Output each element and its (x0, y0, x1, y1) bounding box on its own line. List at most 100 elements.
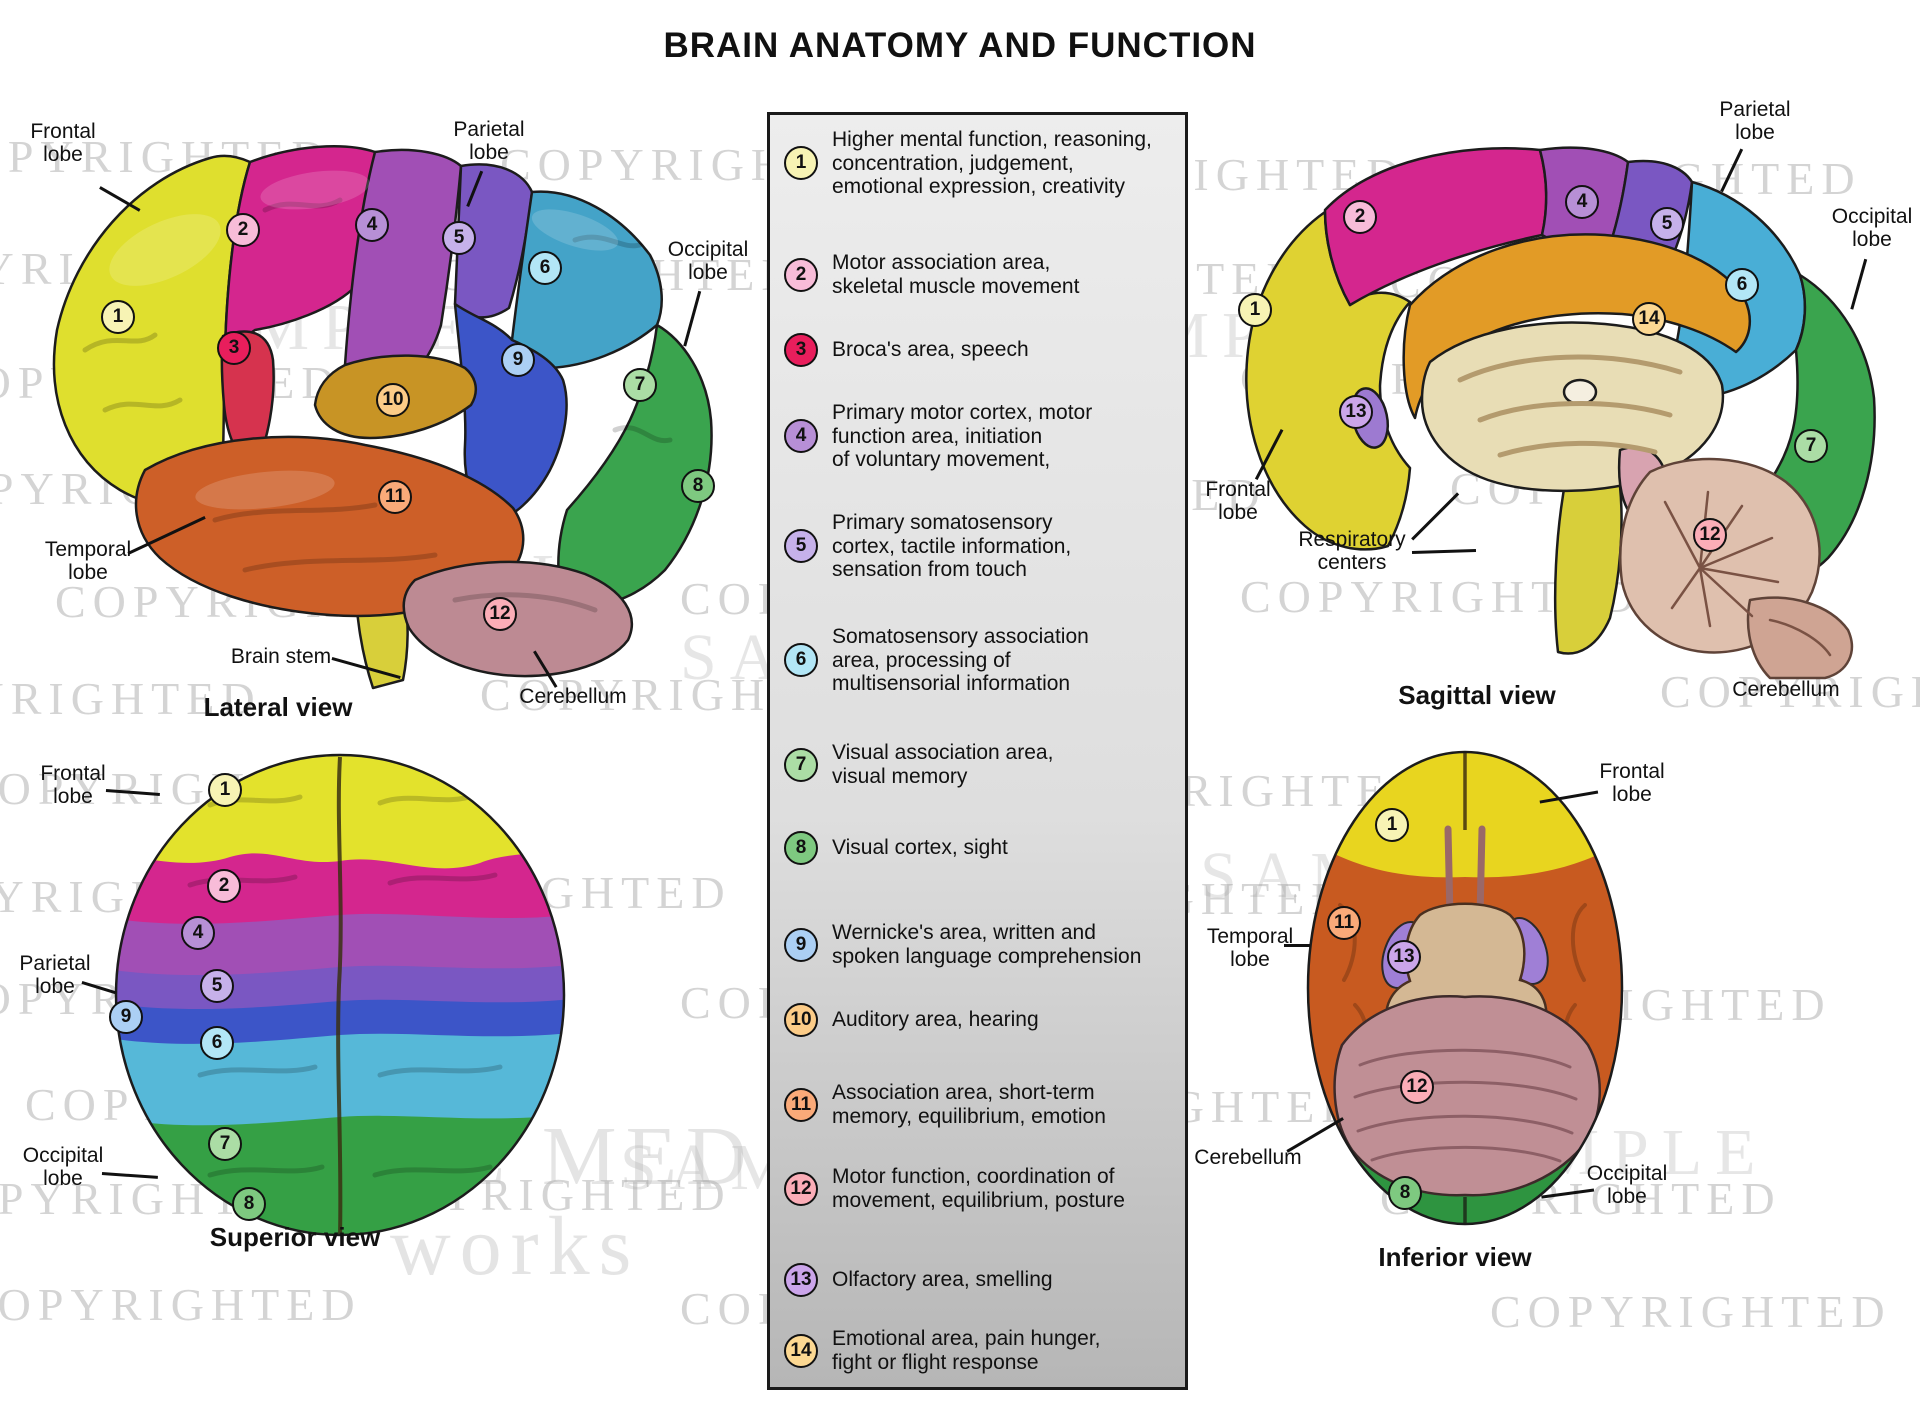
lateral-occipital-region (557, 323, 713, 609)
lateral-marker-2: 2 (226, 213, 260, 247)
lateral-cerebellum-region (402, 560, 634, 678)
inferior-view-caption: Inferior view (1378, 1242, 1532, 1272)
leader-line (1284, 944, 1310, 947)
legend-text-5: Primary somatosensory cortex, tactile in… (832, 511, 1072, 582)
inferior-marker-12: 12 (1400, 1070, 1434, 1104)
legend-item-4: 4 Primary motor cortex, motor function ar… (784, 401, 1164, 472)
sagittal-marker-12: 12 (1693, 518, 1727, 552)
legend-badge-1: 1 (784, 146, 818, 181)
legend-badge-5: 5 (784, 529, 818, 564)
sagittal-occipital-lobe-label: Occipital lobe (1831, 205, 1913, 252)
inferior-temporal-lobe-label: Temporal lobe (1206, 925, 1294, 972)
legend-item-9: 9 Wernicke's area, written and spoken lan… (784, 921, 1164, 968)
sagittal-marker-5: 5 (1650, 207, 1684, 241)
sagittal-marker-6: 6 (1725, 268, 1759, 302)
legend-item-12: 12 Motor function, coordination of moveme… (784, 1165, 1164, 1212)
legend-badge-4: 4 (784, 419, 818, 454)
lateral-brainstem-label: Brain stem (230, 645, 332, 668)
lateral-marker-5: 5 (442, 221, 476, 255)
legend-item-8: 8 Visual cortex, sight (784, 831, 1164, 865)
sagittal-thalamus (1562, 378, 1598, 406)
lateral-marker-1: 1 (101, 300, 135, 334)
inferior-view-illustration (1306, 750, 1624, 1226)
sagittal-region-14 (1402, 233, 1752, 420)
lateral-marker-7: 7 (623, 368, 657, 402)
lateral-marker-6: 6 (528, 251, 562, 285)
sagittal-parietal-lobe-label: Parietal lobe (1719, 98, 1791, 145)
legend-badge-2: 2 (784, 257, 818, 292)
sagittal-respiratory-centers-label: Respiratory centers (1298, 528, 1406, 575)
superior-parietal-lobe-label: Parietal lobe (19, 952, 91, 999)
inferior-occipital-lobe-label: Occipital lobe (1586, 1162, 1668, 1209)
legend-item-3: 3 Broca's area, speech (784, 333, 1164, 367)
superior-view-caption: Superior view (209, 1222, 381, 1252)
inferior-marker-13: 13 (1387, 940, 1421, 974)
legend-item-10: 10 Auditory area, hearing (784, 1003, 1164, 1037)
lateral-marker-9: 9 (501, 343, 535, 377)
superior-marker-9: 9 (109, 1000, 143, 1034)
sagittal-marker-4: 4 (1565, 185, 1599, 219)
legend-text-10: Auditory area, hearing (832, 1008, 1039, 1032)
legend-text-4: Primary motor cortex, motor function are… (832, 401, 1093, 472)
legend-badge-9: 9 (784, 927, 818, 962)
lateral-marker-8: 8 (681, 469, 715, 503)
sagittal-marker-2: 2 (1343, 200, 1377, 234)
watermark-text: COPYRIGHTED (1490, 1286, 1892, 1337)
legend-badge-3: 3 (784, 333, 818, 367)
inferior-marker-8: 8 (1388, 1176, 1422, 1210)
lateral-view-illustration (52, 145, 713, 690)
lateral-marker-3: 3 (217, 331, 251, 365)
inferior-marker-11: 11 (1327, 906, 1361, 940)
superior-marker-4: 4 (181, 916, 215, 950)
superior-frontal-lobe-label: Frontal lobe (40, 762, 106, 809)
legend-text-3: Broca's area, speech (832, 338, 1029, 362)
inferior-frontal-lobe-label: Frontal lobe (1599, 760, 1665, 807)
lateral-region-6 (510, 190, 663, 370)
superior-occipital-lobe-label: Occipital lobe (22, 1144, 104, 1191)
legend-text-12: Motor function, coordination of movement… (832, 1165, 1125, 1212)
legend-item-13: 13 Olfactory area, smelling (784, 1263, 1164, 1297)
lateral-view-caption: Lateral view (203, 692, 353, 722)
sagittal-marker-7: 7 (1794, 429, 1828, 463)
inferior-cerebellum-label: Cerebellum (1194, 1146, 1302, 1169)
sagittal-marker-13: 13 (1339, 395, 1373, 429)
sagittal-view-caption: Sagittal view (1398, 680, 1556, 710)
legend-text-13: Olfactory area, smelling (832, 1268, 1053, 1292)
legend-text-6: Somatosensory association area, processi… (832, 625, 1089, 696)
page-title: BRAIN ANATOMY AND FUNCTION (663, 26, 1257, 65)
legend-badge-12: 12 (784, 1171, 818, 1206)
legend-text-8: Visual cortex, sight (832, 836, 1008, 860)
superior-marker-8: 8 (232, 1187, 266, 1221)
legend-badge-13: 13 (784, 1263, 818, 1297)
sagittal-cerebellum-lobe (1746, 596, 1854, 680)
lateral-marker-12: 12 (483, 597, 517, 631)
legend-text-14: Emotional area, pain hunger, fight or fl… (832, 1327, 1101, 1374)
legend-text-11: Association area, short-term memory, equ… (832, 1081, 1106, 1128)
legend-badge-8: 8 (784, 831, 818, 865)
inferior-marker-1: 1 (1375, 808, 1409, 842)
legend-badge-10: 10 (784, 1003, 818, 1037)
legend-item-5: 5 Primary somatosensory cortex, tactile i… (784, 511, 1164, 582)
superior-marker-6: 6 (200, 1026, 234, 1060)
lateral-temporal-lobe-label: Temporal lobe (44, 538, 132, 585)
superior-marker-1: 1 (208, 773, 242, 807)
sagittal-frontal-lobe-label: Frontal lobe (1205, 478, 1271, 525)
lateral-marker-4: 4 (355, 208, 389, 242)
watermark-text: COPYRIGHTED (0, 1279, 362, 1330)
lateral-cerebellum-label: Cerebellum (519, 685, 627, 708)
lateral-frontal-lobe-label: Frontal lobe (30, 120, 96, 167)
superior-marker-5: 5 (200, 969, 234, 1003)
sagittal-cerebellum-label: Cerebellum (1732, 678, 1840, 701)
legend-text-9: Wernicke's area, written and spoken lang… (832, 921, 1142, 968)
lateral-marker-10: 10 (376, 383, 410, 417)
lateral-parietal-lobe-label: Parietal lobe (453, 118, 525, 165)
superior-marker-2: 2 (207, 869, 241, 903)
sagittal-marker-14: 14 (1632, 302, 1666, 336)
